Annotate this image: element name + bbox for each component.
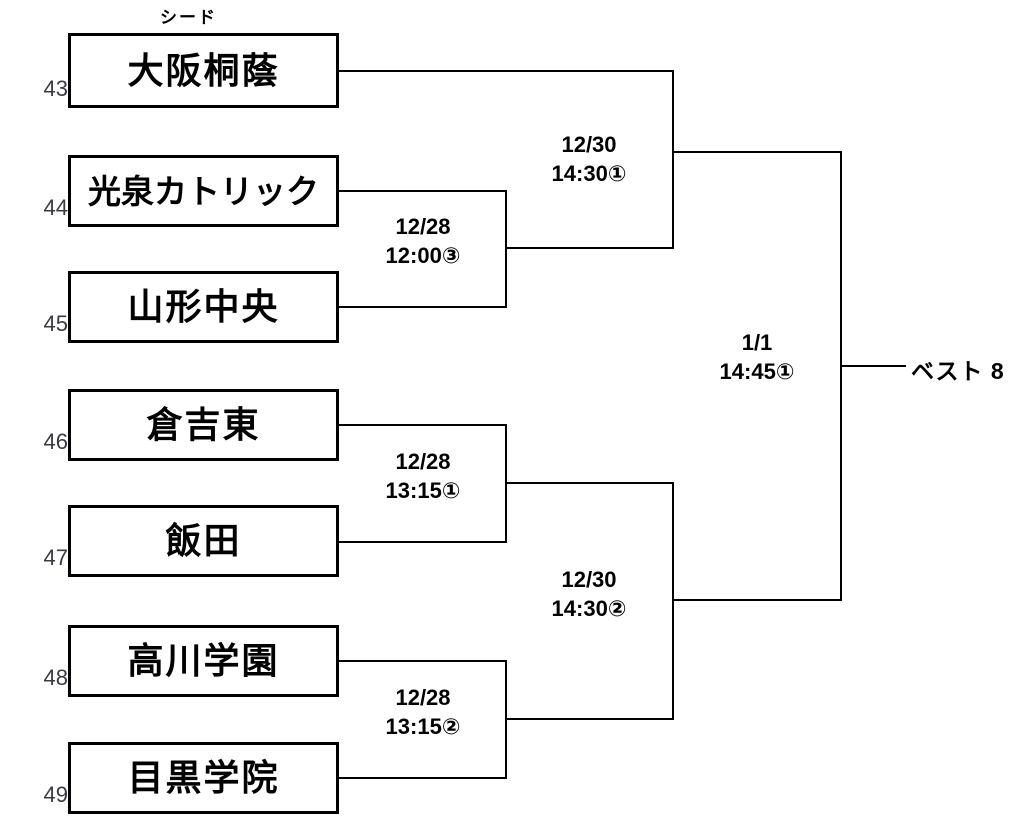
connector-line-44: [339, 190, 507, 192]
connector-line-r1m2-out: [505, 482, 674, 484]
team-box-44[interactable]: 光泉カトリック: [68, 155, 339, 227]
match-label-r1-m1: 12/28 12:00③: [358, 212, 488, 270]
team-box-47[interactable]: 飯田: [68, 505, 339, 577]
team-box-45[interactable]: 山形中央: [68, 271, 339, 343]
team-box-49[interactable]: 目黒学院: [68, 742, 339, 814]
match-date-r1-m1: 12/28: [395, 214, 451, 239]
team-name-44: 光泉カトリック: [88, 172, 319, 210]
match-date-r2-m2: 12/30: [561, 567, 617, 592]
team-name-48: 高川学園: [127, 640, 280, 681]
team-seed-number-47: 47: [43, 545, 68, 570]
connector-vertical-r2-m2: [672, 482, 674, 720]
match-time-r3-m1: 14:45①: [719, 359, 795, 385]
seed-header-label: シード: [160, 8, 217, 27]
connector-line-48: [339, 660, 507, 662]
match-time-r2-m2: 14:30②: [551, 596, 627, 622]
team-name-43: 大阪桐蔭: [127, 49, 280, 91]
connector-line-r2m1-out: [672, 151, 842, 153]
match-label-r1-m2: 12/28 13:15①: [358, 447, 488, 505]
team-name-45: 山形中央: [127, 286, 280, 327]
team-seed-number-45: 45: [43, 311, 68, 336]
team-box-46[interactable]: 倉吉東: [68, 389, 339, 461]
connector-line-47: [339, 541, 507, 543]
connector-line-46: [339, 424, 507, 426]
match-time-r2-m1: 14:30①: [551, 161, 627, 187]
connector-line-43: [339, 70, 674, 72]
match-time-r1-m2: 13:15①: [385, 478, 461, 504]
connector-line-r1m1-out: [505, 247, 674, 249]
team-seed-number-49: 49: [43, 782, 68, 807]
connector-line-45: [339, 306, 507, 308]
team-name-46: 倉吉東: [146, 404, 261, 445]
team-name-49: 目黒学院: [127, 757, 280, 798]
match-time-r1-m3: 13:15②: [385, 714, 461, 740]
connector-line-r1m3-out: [505, 718, 674, 720]
connector-vertical-r2-m1: [672, 70, 674, 249]
match-label-r1-m3: 12/28 13:15②: [358, 683, 488, 741]
team-box-43[interactable]: 大阪桐蔭: [68, 33, 339, 108]
connector-vertical-r1-m1: [505, 190, 507, 308]
match-label-r2-m2: 12/30 14:30②: [524, 565, 654, 623]
connector-line-advance: [840, 365, 906, 367]
connector-vertical-r3-m1: [840, 151, 842, 601]
team-seed-number-44: 44: [43, 195, 68, 220]
advance-label: ベスト 8: [911, 358, 1005, 384]
match-time-r1-m1: 12:00③: [385, 243, 461, 269]
match-date-r1-m3: 12/28: [395, 685, 451, 710]
match-date-r3-m1: 1/1: [741, 330, 773, 355]
connector-line-r2m2-out: [672, 599, 842, 601]
match-label-r2-m1: 12/30 14:30①: [524, 130, 654, 188]
team-name-47: 飯田: [165, 520, 242, 561]
team-box-48[interactable]: 高川学園: [68, 625, 339, 697]
match-date-r2-m1: 12/30: [561, 132, 617, 157]
team-seed-number-48: 48: [43, 665, 68, 690]
match-date-r1-m2: 12/28: [395, 449, 451, 474]
match-label-r3-m1: 1/1 14:45①: [692, 328, 822, 386]
team-seed-number-43: 43: [43, 76, 68, 101]
team-seed-number-46: 46: [43, 429, 68, 454]
connector-line-49: [339, 777, 507, 779]
